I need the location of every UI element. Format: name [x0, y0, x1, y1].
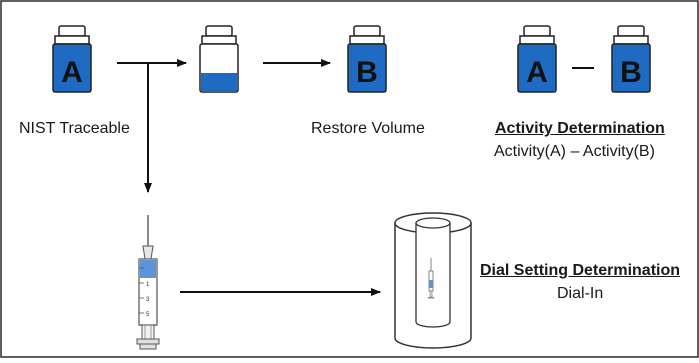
syringe-in-well: [428, 258, 434, 299]
syringe: 1 3 5: [136, 215, 160, 350]
vial-a-liquid: [52, 43, 92, 93]
syringe-mark-1: 1: [146, 282, 150, 288]
vial-b-letter: B: [356, 56, 378, 89]
vial-partial-liquid: [201, 73, 237, 91]
vial-b-compare: B: [611, 25, 651, 93]
dial-setting-determination-title: Dial Setting Determination: [480, 262, 681, 279]
dose-calibrator: [394, 212, 472, 349]
activity-formula: Activity(A) – Activity(B): [494, 143, 655, 160]
syringe-liquid: [140, 260, 156, 278]
vial-b-restored: B: [347, 25, 387, 93]
syringe-mark-5: 5: [146, 312, 150, 318]
vial-partial: [199, 25, 239, 93]
syringe-flange: [136, 338, 160, 345]
activity-determination-title: Activity Determination: [495, 120, 665, 137]
vial-a-letter: A: [61, 56, 83, 89]
nist-traceable-label: NIST Traceable: [19, 120, 130, 137]
vial-a-compare-letter: A: [526, 56, 548, 89]
vial-a-source: A: [52, 25, 92, 93]
vial-a-compare: A: [517, 25, 557, 93]
restore-volume-label: Restore Volume: [311, 120, 425, 137]
vial-b-compare-letter: B: [620, 56, 642, 89]
dial-in-label: Dial-In: [557, 285, 604, 302]
syringe-mark-3: 3: [146, 297, 150, 303]
syringe-plunger: [141, 324, 155, 340]
